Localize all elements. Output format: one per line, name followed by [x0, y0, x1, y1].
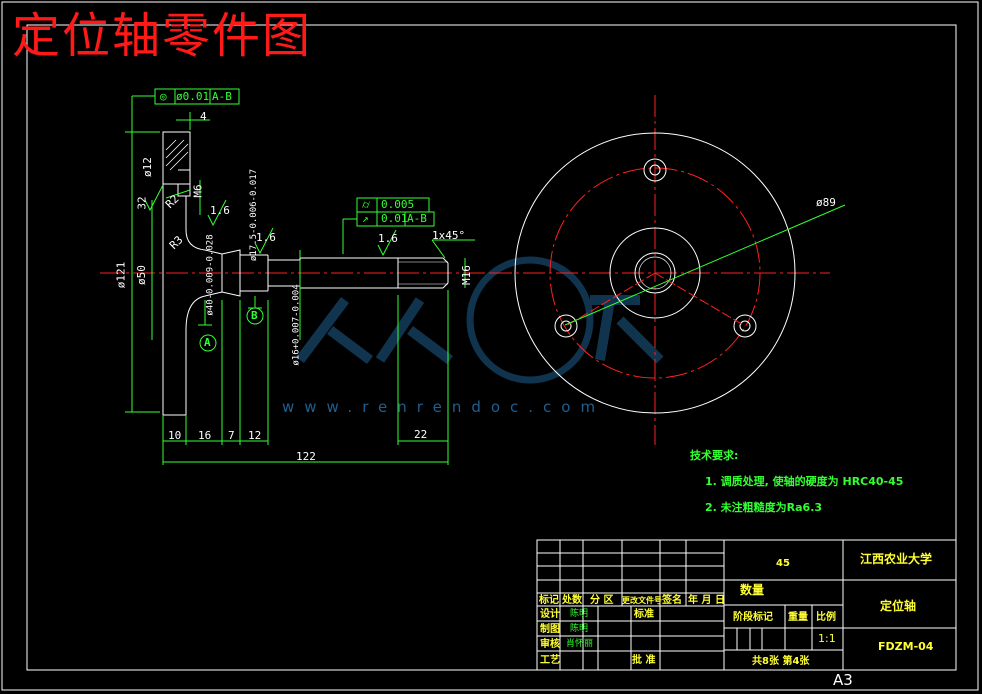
watermark-text: www.renrendoc.com: [282, 398, 606, 416]
tb-weight: 重量: [788, 612, 808, 623]
fcf-mid2-symbol: ↗: [362, 212, 369, 225]
tb-hdr-mark: 标记: [539, 595, 559, 606]
tb-hdr-count: 处数: [562, 595, 582, 606]
tech-heading: 技术要求:: [690, 449, 739, 462]
fcf-top-datum: A-B: [212, 90, 232, 103]
tb-quantity: 数量: [740, 583, 765, 597]
paper-size-label: A3: [833, 671, 853, 689]
tb-craft: 工艺: [540, 655, 560, 666]
dim-d89: ø89: [816, 196, 836, 209]
dim-m16: M16: [459, 265, 473, 285]
tb-university: 江西农业大学: [860, 552, 933, 566]
tb-material: 45: [776, 558, 790, 569]
inner-frame: [26, 24, 957, 671]
flange-front-view: [490, 95, 846, 445]
tb-review-name: 肖怀丽: [566, 639, 594, 649]
dim-chamfer: 1x45°: [432, 229, 466, 242]
fcf-mid2-datum: A-B: [407, 212, 427, 225]
dim-m6: M6: [191, 184, 205, 198]
tb-design: 设计: [540, 609, 560, 620]
roughness-2: 1.6: [256, 231, 276, 244]
tech-item-2: 2. 未注粗糙度为Ra6.3: [705, 501, 823, 514]
watermark-logo: [296, 256, 664, 384]
tb-hdr-zone: 分 区: [590, 595, 614, 606]
dim-4: 4: [200, 110, 207, 123]
title-block-lines: [536, 539, 957, 671]
dim-len7: 7: [228, 429, 235, 442]
dim-d175: ø17.5-0.006-0.017: [249, 168, 260, 262]
tb-hdr-sign: 签名: [662, 595, 682, 606]
dim-d40: ø40-0.009-0.028: [205, 234, 216, 316]
tb-design-name: 陈明: [570, 609, 589, 619]
datum-b-label: B: [251, 309, 258, 322]
tb-hdr-docno: 更改文件号: [622, 596, 662, 605]
tb-ratio-label: 比例: [816, 612, 836, 623]
dimension-lines: [125, 88, 475, 465]
dim-d12: ø12: [140, 157, 154, 177]
tb-part-name: 定位轴: [880, 599, 917, 613]
dim-len10: 10: [168, 429, 182, 442]
tb-draw: 制图: [540, 624, 560, 635]
tb-review: 审核: [540, 639, 560, 650]
tb-approve: 批 准: [632, 655, 656, 666]
dim-d121: ø121: [114, 261, 128, 289]
tb-standard: 标准: [634, 609, 654, 620]
fcf-mid1-tolerance: 0.005: [381, 198, 415, 211]
tb-drawing-no: FDZM-04: [878, 640, 934, 653]
dim-d50: ø50: [134, 265, 148, 285]
dim-len122: 122: [296, 450, 316, 463]
fcf-top-tolerance: ø0.01: [176, 90, 210, 103]
shaft-side-view: [100, 131, 490, 416]
tb-ratio: 1:1: [818, 632, 836, 645]
dim-32: 32: [135, 196, 149, 210]
fcf-top-symbol: ◎: [160, 90, 167, 103]
tb-draw-name: 陈明: [570, 624, 589, 634]
fcf-mid2-tolerance: 0.01: [381, 212, 408, 225]
dim-d16: ø16+0.007-0.004: [291, 284, 302, 366]
tb-hdr-date: 年 月 日: [688, 595, 725, 606]
tb-sheets: 共8张 第4张: [752, 656, 810, 667]
fcf-mid1-symbol: ⌭: [362, 198, 370, 211]
dim-len16: 16: [198, 429, 212, 442]
datum-a-label: A: [204, 336, 211, 349]
tech-item-1: 1. 调质处理, 使轴的硬度为 HRC40-45: [705, 475, 904, 488]
tb-stage: 阶段标记: [733, 612, 773, 623]
roughness-3: 1.6: [378, 232, 398, 245]
roughness-1: 1.6: [210, 204, 230, 217]
dim-len12: 12: [248, 429, 262, 442]
dim-len22: 22: [414, 428, 428, 441]
drawing-title: 定位轴零件图: [12, 8, 313, 64]
